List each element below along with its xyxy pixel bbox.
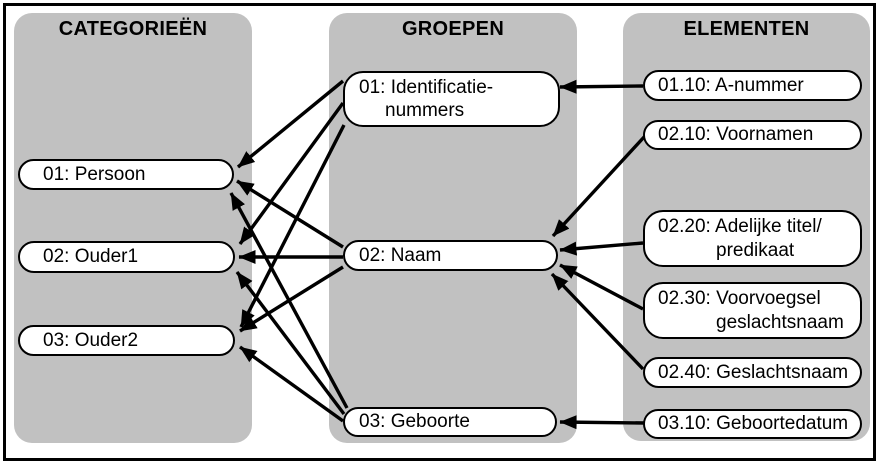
node-element-0240-geslachtsnaam: 02.40: Geslachtsnaam [643,357,862,388]
arrow-identificatienummers-to-ouder1 [238,101,345,246]
arrow-geboorte-to-ouder2 [239,345,344,423]
column-title-categorieen: CATEGORIEËN [58,18,208,40]
node-label: 02: Ouder1 [43,246,139,268]
node-groep-02-naam: 02: Naam [343,240,558,271]
node-label: 02.10: Voornamen [658,124,814,146]
node-label: 02.30: Voorvoegsel geslachtsnaam [658,288,844,333]
column-title-elementen: ELEMENTEN [683,18,810,40]
arrow-naam-to-ouder2 [239,265,344,333]
node-label: 01: Identificatie- nummers [359,76,494,121]
node-label: 02.20: Adelijke titel/ predikaat [658,216,822,261]
node-groep-01-identificatienummers: 01: Identificatie- nummers [343,71,560,127]
node-label: 03.10: Geboortedatum [658,413,849,435]
arrow-geboorte-to-ouder1 [235,270,346,416]
arrow-voorvoegsel-to-naam [559,263,644,311]
node-label: 02.40: Geslachtsnaam [658,361,849,383]
arrow-geboortedatum-to-geboorte [559,415,646,430]
arrow-geslachtsnaam-to-naam [550,272,645,371]
node-label: 03: Ouder2 [43,329,139,351]
diagram-border [3,3,876,461]
arrow-adelijke-titel-to-naam [559,241,644,256]
node-categorie-02-ouder1: 02: Ouder1 [18,241,235,273]
node-label: 01: Persoon [43,163,146,185]
arrow-naam-to-persoon [236,179,344,249]
node-label: 01.10: A-nummer [658,74,804,96]
node-categorie-01-persoon: 01: Persoon [18,159,234,190]
node-element-0310-geboortedatum: 03.10: Geboortedatum [643,409,862,439]
panel-categorieen [14,13,252,443]
arrow-identificatienummers-to-ouder2 [239,124,346,328]
arrow-voornamen-to-naam [551,134,647,238]
column-title-groepen: GROEPEN [401,18,505,40]
node-categorie-03-ouder2: 03: Ouder2 [18,325,235,356]
node-label: 03: Geboorte [359,411,470,433]
node-groep-03-geboorte: 03: Geboorte [343,407,557,437]
arrow-identificatienummers-to-persoon [236,79,345,169]
node-element-0220-adelijke-titel-predikaat: 02.20: Adelijke titel/ predikaat [643,210,862,267]
arrow-geboorte-to-persoon [229,192,349,409]
node-label: 02: Naam [359,244,442,266]
arrow-anummer-to-identificatienummers [559,79,644,94]
node-element-0110-anummer: 01.10: A-nummer [643,70,862,101]
node-element-0230-voorvoegsel-geslachtsnaam: 02.30: Voorvoegsel geslachtsnaam [643,282,862,339]
node-element-0210-voornamen: 02.10: Voornamen [643,120,862,150]
